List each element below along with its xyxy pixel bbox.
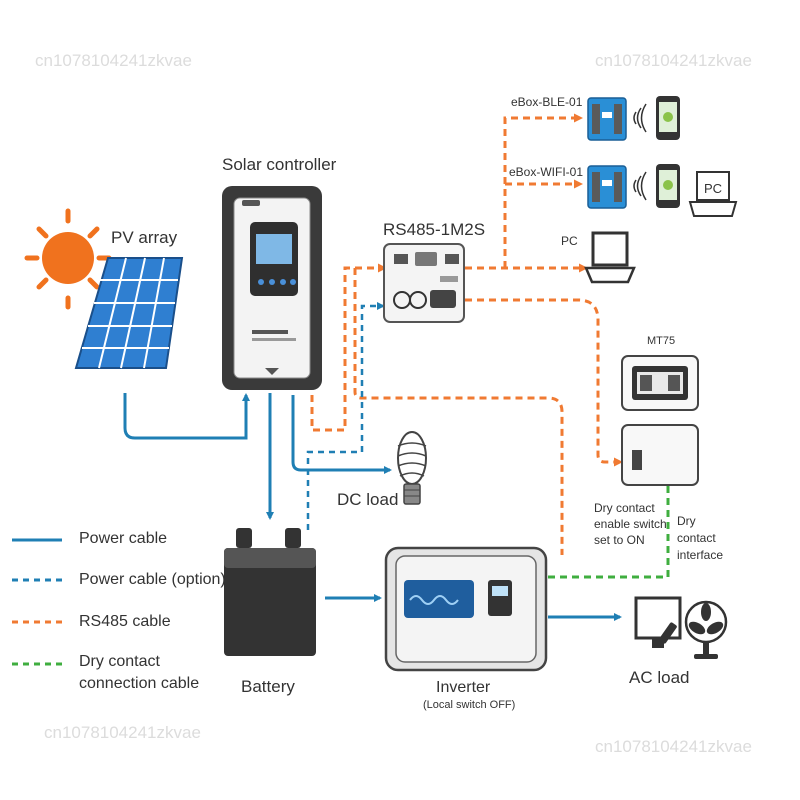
ebox-ble-label: eBox-BLE-01 <box>511 95 583 109</box>
ebox-ble-device <box>587 97 627 141</box>
solar-controller-label: Solar controller <box>222 155 337 174</box>
watermark-top-right: cn1078104241zkvae <box>595 51 752 70</box>
dry-contact-interface-line-2: contact <box>677 531 716 545</box>
brand-logo-icon <box>242 200 260 206</box>
mt75-label: MT75 <box>647 335 675 347</box>
mt75-display-device <box>621 355 699 411</box>
pv-panel-icon <box>74 257 184 369</box>
smartphone-icon <box>656 164 680 208</box>
dry-contact-interface-line-1: Dry <box>677 514 696 528</box>
watermark-bottom-right: cn1078104241zkvae <box>595 737 752 756</box>
dry-contact-interface-text: Dry contact interface <box>677 514 723 562</box>
power-cable-pv-to-controller <box>123 393 250 440</box>
dry-contact-switch <box>632 450 642 470</box>
solar-controller-device <box>222 186 322 390</box>
sun-icon <box>24 208 112 310</box>
rs485-cables <box>310 113 623 555</box>
rs485-cable-to-inverter <box>353 268 564 555</box>
legend-label-power-cable-option: Power cable (option) <box>79 571 226 588</box>
optional-power-cable-battery-to-module <box>306 302 385 530</box>
watermark-bottom-left: cn1078104241zkvae <box>44 723 201 742</box>
tv-icon <box>634 596 682 648</box>
ebox-wifi-device <box>587 165 627 209</box>
battery-icon <box>224 528 316 656</box>
dry-contact-enable-text: Dry contact enable switch set to ON <box>594 501 667 547</box>
inverter-device <box>384 546 548 672</box>
legend-label-dry-contact: Dry contact <box>79 653 160 670</box>
controller-screen <box>256 234 292 264</box>
rs485-cable-to-mt75 <box>465 298 623 467</box>
dry-contact-enable-line-3: set to ON <box>594 533 645 547</box>
laptop-icon <box>584 231 636 284</box>
battery-label: Battery <box>241 677 295 696</box>
optional-power-cables <box>306 302 385 530</box>
rs485-cable-controller-to-module <box>310 263 387 432</box>
rs485-module-device <box>383 243 465 323</box>
smartphone-icon <box>656 96 680 140</box>
rs485-module-label: RS485-1M2S <box>383 220 485 239</box>
pc-top-label: PC <box>704 181 722 196</box>
inverter-note-label: (Local switch OFF) <box>423 699 515 711</box>
ac-load-label: AC load <box>629 668 689 687</box>
laptop-icon <box>688 171 738 217</box>
legend-label-power-cable: Power cable <box>79 530 167 547</box>
legend-label-rs485-cable: RS485 cable <box>79 613 171 630</box>
dc-load-label: DC load <box>337 490 398 509</box>
fan-icon <box>684 600 728 659</box>
wireless-signal-icon <box>633 171 647 201</box>
inverter-label: Inverter <box>436 679 491 696</box>
legend: Power cable Power cable (option) RS485 c… <box>12 530 226 692</box>
legend-label-dry-contact-line-2: connection cable <box>79 675 199 692</box>
wireless-signal-icon <box>633 103 647 133</box>
light-bulb-icon <box>397 431 427 505</box>
dry-contact-interface-line-3: interface <box>677 548 723 562</box>
dry-contact-enable-line-2: enable switch <box>594 517 667 531</box>
pc-middle-label: PC <box>561 234 578 248</box>
power-cable-controller-to-dc-load <box>291 395 392 474</box>
watermark-top-left: cn1078104241zkvae <box>35 51 192 70</box>
ebox-wifi-label: eBox-WIFI-01 <box>509 165 583 179</box>
pv-array-label: PV array <box>111 228 178 247</box>
remote-control-icon <box>659 622 677 644</box>
rs485-cable-to-ebox-ble <box>503 113 583 268</box>
mt75-back-device <box>621 424 699 486</box>
power-cables <box>123 393 622 621</box>
dry-contact-enable-line-1: Dry contact <box>594 501 655 515</box>
